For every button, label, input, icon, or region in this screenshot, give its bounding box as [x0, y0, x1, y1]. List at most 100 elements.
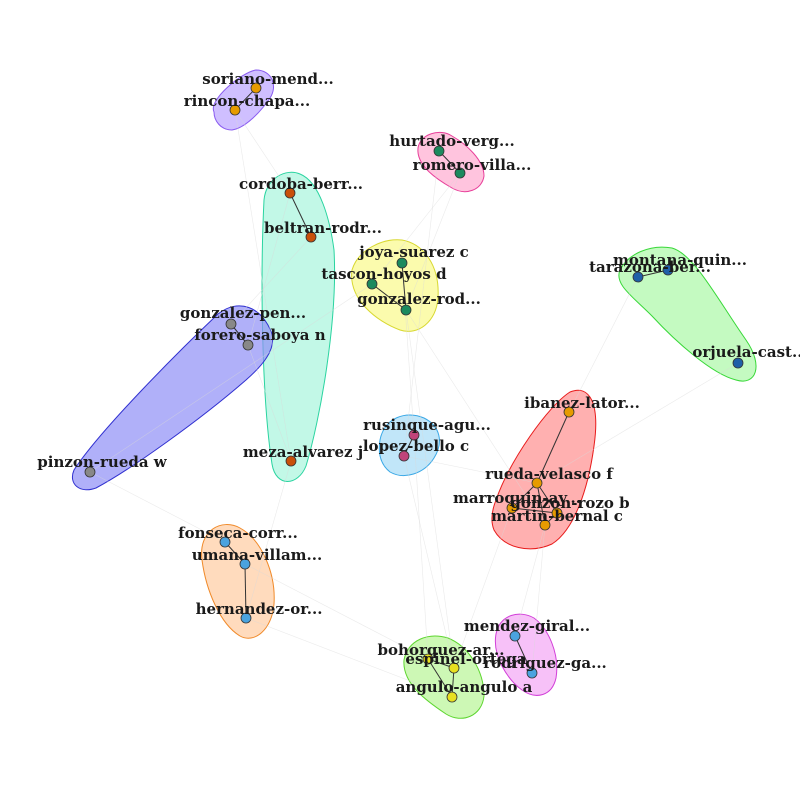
node-label-fonseca: fonseca-corr...: [178, 524, 298, 542]
node-label-angulo: angulo-angulo a: [396, 678, 533, 696]
node-forero[interactable]: [242, 339, 254, 351]
node-montana[interactable]: [662, 264, 674, 276]
node-soriano[interactable]: [250, 82, 262, 94]
node-label-soriano: soriano-mend...: [202, 70, 333, 88]
node-orjuela[interactable]: [732, 357, 744, 369]
faint-edge-rusinque-bohorquez: [413, 434, 429, 660]
node-label-espinel: espinel-ortega: [405, 650, 526, 668]
node-martin[interactable]: [539, 519, 551, 531]
faint-edge-hurtado-lopez: [403, 150, 440, 457]
node-labels: soriano-mend...rincon-chapa...hurtado-ve…: [37, 70, 800, 696]
node-tarazona[interactable]: [632, 271, 644, 283]
faint-edge-martin-rodriguez: [531, 524, 546, 674]
edge-rueda-gonzalo: [536, 482, 558, 514]
edge-ibanez-rueda: [536, 411, 570, 484]
faint-edge-tarazona-ibanez: [568, 276, 639, 413]
node-rusinque[interactable]: [408, 429, 420, 441]
node-label-ibanez: ibanez-lator...: [524, 394, 640, 412]
faint-edge-cordoba-forero: [247, 192, 291, 346]
node-label-romero: romero-villa...: [413, 156, 532, 174]
faint-edge-marroquin-espinel: [453, 507, 513, 669]
node-label-forero: forero-saboya n: [194, 326, 325, 344]
node-label-marroquin: marroquin-ay...: [453, 489, 581, 507]
edge-rueda-marroquin: [511, 482, 538, 509]
node-fonseca[interactable]: [219, 536, 231, 548]
node-label-gonzalo: gonzon-rozo b: [510, 494, 629, 512]
node-label-cordoba: cordoba-berr...: [239, 175, 363, 193]
node-label-umana: umana-villam...: [192, 546, 322, 564]
node-label-montana: montana-quin...: [613, 251, 747, 269]
node-umana[interactable]: [239, 558, 251, 570]
faint-edge-umana-bohorquez: [244, 563, 429, 660]
faint-edge-tascon-pinzon: [89, 283, 373, 473]
node-gonzalo[interactable]: [551, 507, 563, 519]
node-label-tarazona: tarazona-ber...: [589, 258, 711, 276]
node-rincon[interactable]: [229, 104, 241, 116]
node-label-joya: joya-suarez c: [357, 243, 468, 261]
node-hurtado[interactable]: [433, 145, 445, 157]
node-tascon[interactable]: [366, 278, 378, 290]
graph-nodes: [84, 82, 744, 703]
node-label-bohorquez: bohorquez-ar...: [378, 641, 505, 659]
community-hull-red: [491, 389, 597, 550]
faint-edge-mendez-martin: [514, 524, 546, 637]
faint-edge-rincon-cordoba: [234, 109, 291, 194]
node-gonzalezrod[interactable]: [400, 304, 412, 316]
faint-edge-romero-tascon: [371, 172, 461, 285]
node-label-rueda: rueda-velasco f: [485, 465, 614, 483]
node-marroquin[interactable]: [506, 502, 518, 514]
node-label-rincon: rincon-chapa...: [184, 92, 310, 110]
community-hull-teal: [261, 171, 336, 482]
faint-edge-romero-gonzalezrod: [405, 172, 461, 311]
inter-community-edges: [89, 109, 739, 698]
node-label-meza: meza-alvarez j: [243, 443, 363, 461]
node-label-beltran: beltran-rodr...: [264, 219, 382, 237]
faint-edge-orjuela-rueda: [536, 362, 739, 484]
node-label-rusinque: rusinque-agu...: [363, 416, 491, 434]
faint-edge-meza-hernandez: [245, 460, 292, 619]
node-cordoba[interactable]: [284, 187, 296, 199]
edge-mendez-rodriguez: [514, 635, 533, 674]
node-label-pinzon: pinzon-rueda w: [37, 453, 168, 471]
faint-edge-pinzon-fonseca: [89, 471, 226, 543]
edge-tascon-gonzalezrod: [371, 283, 407, 311]
node-label-tascon: tascon-hoyos d: [321, 265, 447, 283]
node-rueda[interactable]: [531, 477, 543, 489]
node-joya[interactable]: [396, 257, 408, 269]
node-label-gonzalezrod: gonzalez-rod...: [357, 290, 481, 308]
edge-marroquin-gonzalo: [511, 507, 558, 514]
node-angulo[interactable]: [446, 691, 458, 703]
faint-edge-forero-meza: [247, 344, 292, 462]
faint-edge-lopez-espinel: [403, 455, 455, 669]
node-hernandez[interactable]: [240, 612, 252, 624]
edge-joya-gonzalezrod: [401, 262, 407, 311]
node-beltran[interactable]: [305, 231, 317, 243]
community-hull-green: [618, 246, 757, 382]
node-bohorquez[interactable]: [422, 653, 434, 665]
faint-edge-hernandez-angulo: [245, 617, 453, 698]
edge-rueda-martin: [536, 482, 546, 526]
node-gonzalezpen[interactable]: [225, 318, 237, 330]
node-pinzon[interactable]: [84, 466, 96, 478]
community-hull-orange: [201, 524, 275, 639]
node-lopez[interactable]: [398, 450, 410, 462]
node-romero[interactable]: [454, 167, 466, 179]
node-label-gonzalezpen: gonzalez-pen...: [180, 304, 306, 322]
node-label-orjuela: orjuela-cast...: [692, 343, 800, 361]
node-label-rodriguez: rodriguez-ga...: [483, 654, 607, 672]
node-label-mendez: mendez-giral...: [464, 617, 590, 635]
community-hull-pink: [417, 132, 485, 192]
faint-edge-gonzalezrod-espinel: [405, 309, 455, 669]
node-espinel[interactable]: [448, 662, 460, 674]
edge-umana-hernandez: [244, 563, 247, 619]
node-rodriguez[interactable]: [526, 667, 538, 679]
node-ibanez[interactable]: [563, 406, 575, 418]
faint-edge-lopez-rueda: [403, 455, 538, 484]
edge-cordoba-beltran: [289, 192, 312, 238]
edge-bohorquez-angulo: [427, 658, 453, 698]
node-meza[interactable]: [285, 455, 297, 467]
faint-edge-gonzalezrod-martin: [405, 309, 546, 526]
community-hull-yellow: [351, 239, 439, 332]
node-mendez[interactable]: [509, 630, 521, 642]
